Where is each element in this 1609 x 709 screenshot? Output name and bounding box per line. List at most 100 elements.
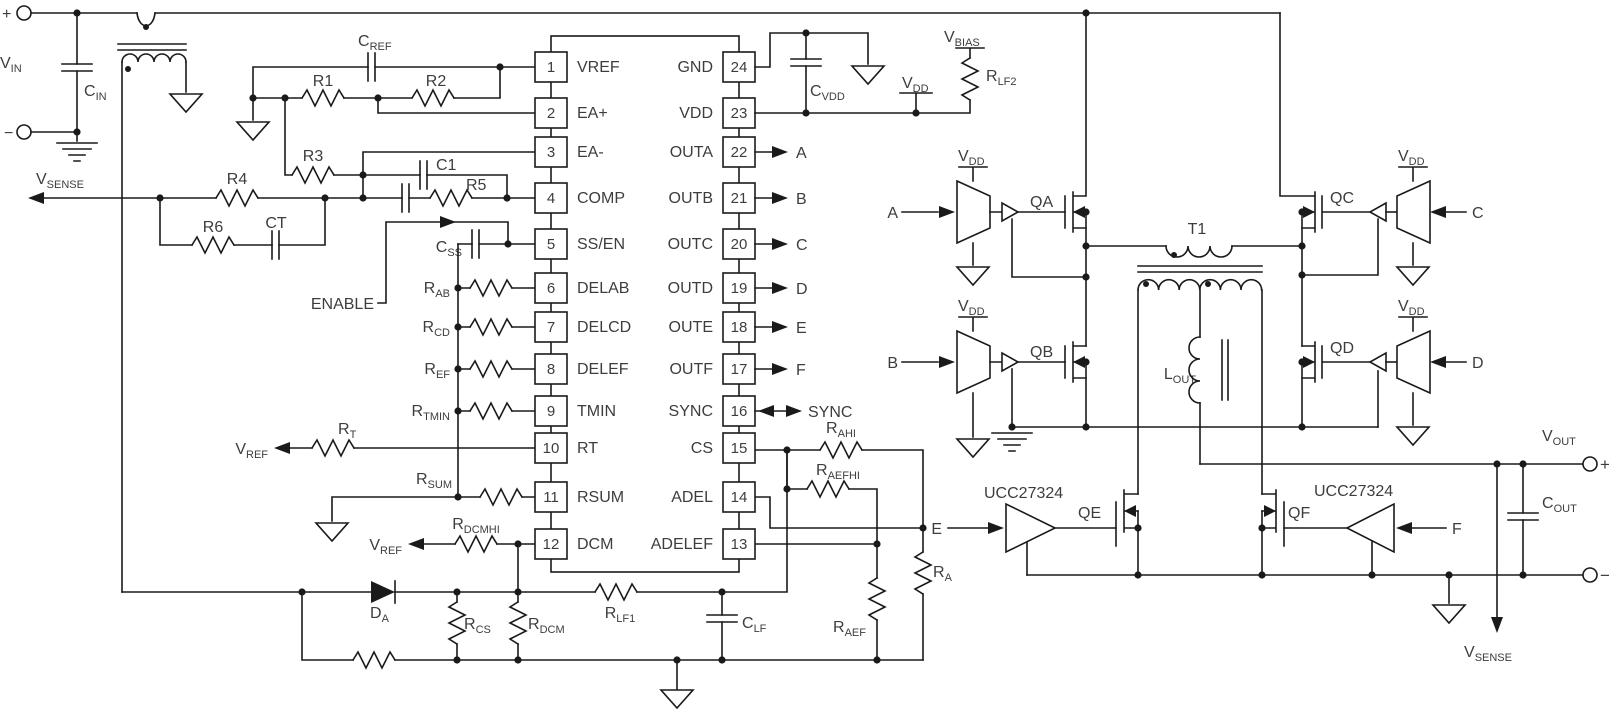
- svg-text:DELCD: DELCD: [577, 319, 631, 336]
- svg-text:DCM: DCM: [577, 536, 613, 553]
- svg-text:14: 14: [731, 489, 748, 506]
- ra-label: RA: [933, 564, 953, 584]
- vdd-label: VDD: [958, 148, 985, 168]
- wire: [423, 543, 536, 593]
- wire: [252, 66, 536, 121]
- wire: [284, 97, 536, 199]
- earth-ground-icon: [991, 432, 1033, 452]
- ground-icon: [169, 93, 203, 113]
- resistor-rcs: RCS: [448, 591, 491, 661]
- capacitor-cref: [367, 52, 376, 82]
- svg-text:COMP: COMP: [577, 190, 625, 207]
- svg-text:DA: DA: [370, 605, 390, 625]
- terminal-vin-minus: [16, 124, 32, 140]
- vsense-feedback: VSENSE: [1464, 463, 1512, 664]
- mosfet-qb: QB: [1030, 341, 1090, 431]
- ground-icon: [956, 266, 990, 286]
- svg-text:15: 15: [731, 440, 748, 457]
- current-sense-transformer: [117, 12, 203, 593]
- svg-text:RDCM: RDCM: [528, 616, 565, 636]
- vout-minus-sign: −: [1600, 566, 1609, 585]
- transformer-t1: T1: [1085, 221, 1303, 495]
- dcm-row: VREF RDCMHI: [369, 516, 536, 593]
- rt-label: RT: [338, 421, 357, 441]
- resistor-rcd: RCD: [423, 318, 536, 339]
- mosfet-arrow-icon: [1124, 505, 1136, 517]
- svg-text:17: 17: [731, 361, 748, 378]
- svg-text:7: 7: [547, 319, 555, 336]
- resistor-rsum: [479, 488, 523, 506]
- svg-text:RAB: RAB: [424, 280, 450, 300]
- r4-label: R4: [227, 171, 248, 188]
- resistor-r4: [215, 189, 259, 207]
- diode-da: DA: [370, 580, 396, 625]
- vdd-label: VDD: [958, 298, 985, 318]
- ground-bus: [301, 591, 924, 691]
- mosfet-arrow-icon: [1073, 206, 1085, 218]
- svg-text:ADEL: ADEL: [671, 489, 713, 506]
- vin-plus-sign: +: [2, 6, 11, 23]
- svg-text:C: C: [796, 237, 808, 254]
- svg-text:EA-: EA-: [577, 144, 604, 161]
- qe-label: QE: [1078, 505, 1101, 522]
- gate-driver-b: B VDD: [887, 298, 1066, 458]
- svg-text:13: 13: [731, 536, 748, 553]
- adaptive-delay-network: RAHI RAEFHI RA RAEF: [754, 420, 953, 661]
- level-shifter-icon: [956, 329, 991, 395]
- arrow-right-icon: [939, 206, 955, 218]
- driver-return-wire: [1301, 218, 1379, 276]
- wire: [754, 449, 878, 661]
- svg-text:OUTE: OUTE: [669, 319, 713, 336]
- arrow-left-icon: [28, 192, 44, 204]
- qb-label: QB: [1030, 344, 1053, 361]
- driver-triangle-icon: [1005, 502, 1057, 554]
- gate-driver-a: A VDD: [887, 148, 1087, 286]
- vdd-rail-label: VDD: [902, 75, 929, 95]
- svg-text:19: 19: [731, 280, 748, 297]
- current-sense-network: DA RCS RDCM RLF1 CLF: [121, 449, 924, 709]
- terminal-vout-minus: [1582, 567, 1598, 583]
- svg-text:VREF: VREF: [577, 59, 620, 76]
- level-shifter-icon: [1396, 329, 1431, 395]
- svg-text:VDD: VDD: [679, 105, 713, 122]
- t1-label: T1: [1188, 221, 1207, 238]
- output-stage: COUT VSENSE VOUT + −: [1026, 428, 1609, 664]
- svg-text:4: 4: [547, 190, 555, 207]
- mosfet-arrow-icon: [1073, 356, 1085, 368]
- soft-start: ENABLE CSS: [311, 216, 536, 313]
- vin-minus-sign: −: [4, 125, 13, 142]
- rlf1-label: RLF1: [605, 605, 636, 625]
- input-stage: + − VIN CIN: [0, 5, 1281, 593]
- wire: [121, 449, 788, 593]
- resistor-rab: RAB: [424, 279, 536, 300]
- svg-text:21: 21: [731, 190, 748, 207]
- svg-text:OUTF: OUTF: [669, 361, 713, 378]
- wire: [377, 97, 536, 114]
- r6-label: R6: [203, 219, 224, 236]
- capacitor-ct: [271, 230, 280, 260]
- vout-plus-sign: +: [1600, 455, 1609, 474]
- output-pin-arrows: A B C D E F SYNC: [754, 145, 852, 421]
- wire: [754, 32, 869, 114]
- svg-text:RT: RT: [577, 440, 598, 457]
- input-d-label: D: [1472, 355, 1484, 372]
- input-c-label: C: [1472, 205, 1484, 222]
- svg-text:16: 16: [731, 403, 748, 420]
- ground-icon: [236, 121, 270, 141]
- svg-text:23: 23: [731, 105, 748, 122]
- level-shifter-icon: [956, 179, 991, 245]
- arrow-left-icon: [1396, 522, 1412, 534]
- r2-label: R2: [426, 73, 447, 90]
- mosfet-qc: QC: [1279, 12, 1371, 347]
- sync-label: SYNC: [808, 404, 852, 421]
- polarity-dot: [125, 66, 131, 72]
- svg-text:VSENSE: VSENSE: [1464, 644, 1512, 664]
- svg-text:10: 10: [543, 440, 560, 457]
- svg-text:RCS: RCS: [464, 616, 491, 636]
- delay-resistors: RAB RCD REF RTMIN: [412, 243, 536, 498]
- arrow-left-icon: [408, 538, 424, 550]
- raefhi-label: RAEFHI: [816, 462, 860, 482]
